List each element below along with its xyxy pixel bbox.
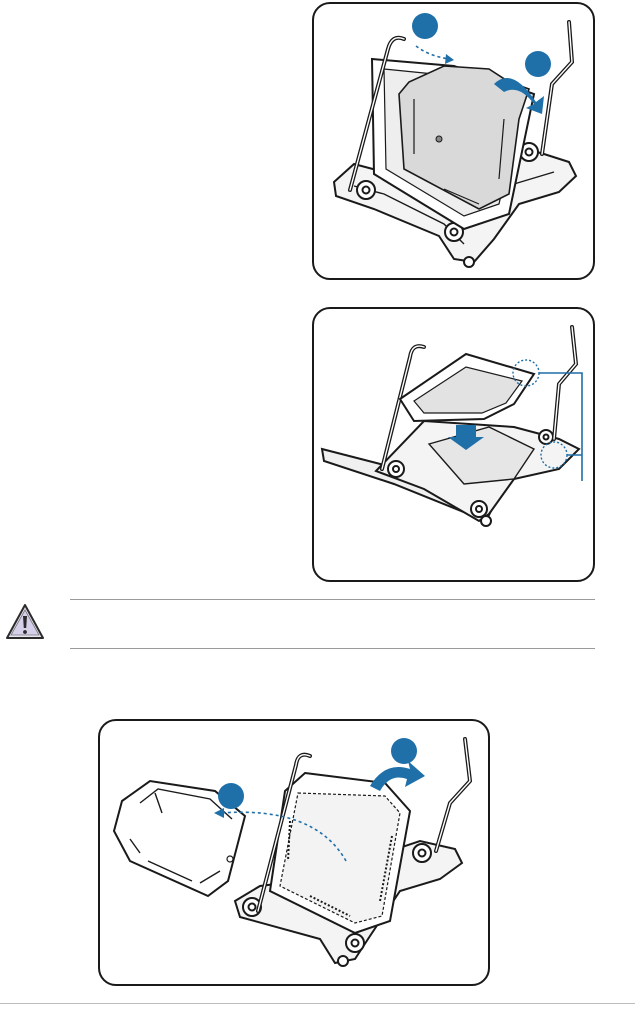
figure-close-load-plate xyxy=(98,719,490,986)
socket-illustration-1 xyxy=(314,4,597,282)
step-marker-2 xyxy=(525,51,551,77)
curved-arrow xyxy=(370,761,425,791)
step-marker-1 xyxy=(412,13,438,39)
caution-divider-top xyxy=(70,599,595,600)
lever-right xyxy=(542,22,572,154)
dotted-arrow xyxy=(416,46,449,59)
socket-illustration-2 xyxy=(314,309,597,584)
step-marker-2 xyxy=(391,738,417,764)
footer-divider xyxy=(0,1003,635,1004)
warning-triangle-icon xyxy=(4,602,46,642)
figure-remove-pnp-cap xyxy=(312,2,595,280)
figure-install-cpu xyxy=(312,307,595,582)
step-marker-1 xyxy=(218,783,244,809)
socket-illustration-3 xyxy=(100,721,492,988)
caution-divider-bottom xyxy=(70,648,595,649)
lever-right xyxy=(554,327,576,439)
